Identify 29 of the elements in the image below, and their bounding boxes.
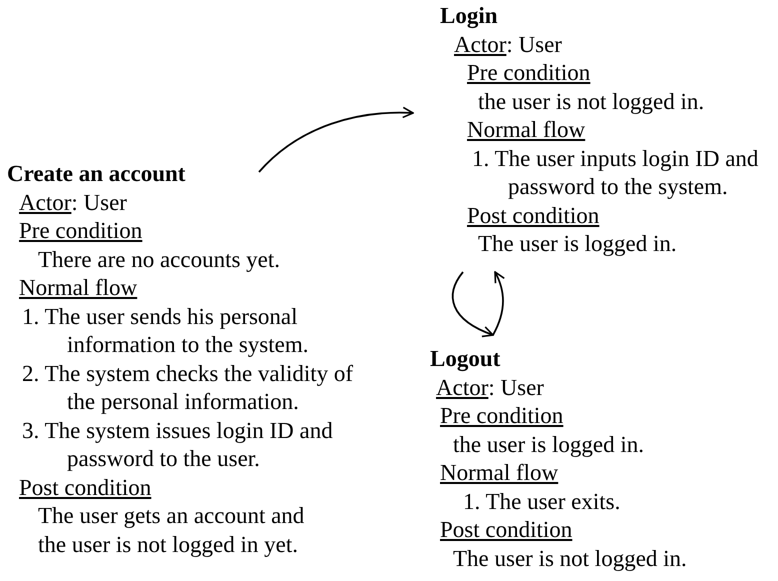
flow-step: 2. The system checks the validity of the personal information. [22, 360, 367, 416]
condition-text: the user is not logged in. [478, 88, 706, 116]
section-heading: Normal flow [440, 459, 560, 487]
curved-arrow [492, 271, 505, 336]
section-heading: Post condition [19, 474, 152, 502]
flow-step: 1. The user inputs login ID and password to the system. [472, 144, 776, 202]
section-heading: Pre condition [440, 402, 564, 430]
section-heading: Pre condition [19, 217, 144, 245]
condition-text: The user is not logged in. [453, 544, 688, 573]
actor-label: Actor: User [436, 374, 545, 402]
flow-step: 1. The user exits. [463, 488, 743, 516]
actor-label: Actor: User [19, 188, 128, 216]
section-heading: Normal flow [19, 274, 138, 302]
use-case-title: Create an account [7, 160, 186, 188]
section-heading: Normal flow [467, 116, 586, 144]
condition-text: The user is logged in. [478, 230, 678, 258]
use-case-title: Login [440, 2, 499, 30]
condition-text: The user gets an account and the user is not logged in yet. [38, 502, 306, 559]
section-heading: Pre condition [467, 59, 592, 87]
section-heading: Post condition [467, 202, 600, 230]
curved-arrow [452, 271, 494, 337]
use-case-title: Logout [430, 345, 502, 374]
curved-arrow [258, 106, 414, 173]
section-heading: Post condition [440, 516, 574, 544]
flow-step: 3. The system issues login ID and password to the user. [22, 416, 367, 474]
condition-text: the user is logged in. [453, 430, 645, 459]
flow-step: 1. The user sends his personal information to the system. [22, 302, 367, 360]
actor-label: Actor: User [454, 30, 563, 58]
condition-text: There are no accounts yet. [38, 246, 282, 274]
